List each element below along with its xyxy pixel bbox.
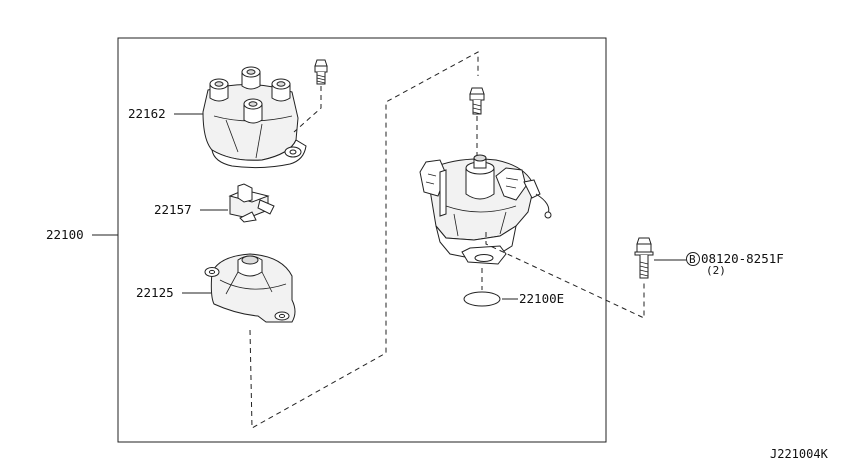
distributor-body (419, 154, 552, 265)
assembly-number-label: 22100 (46, 227, 84, 242)
assembly-dashed-path (249, 51, 479, 429)
bolt-symbol: B (689, 253, 696, 266)
housing: 22125 (136, 253, 296, 323)
assembly-callout: 22100 (46, 227, 118, 242)
mounting-bolt: B 08120-8251F (2) (634, 237, 784, 279)
bolt-b-symbol-circle (686, 252, 700, 266)
housing-part-label: 22125 (136, 285, 174, 300)
distributor-screw (469, 87, 485, 115)
bolt-quantity: (2) (706, 264, 726, 277)
rotor: 22157 (154, 183, 275, 223)
seal-part-label: 22100E (519, 291, 564, 306)
cap-screw (314, 59, 328, 85)
cap-tower (209, 78, 229, 102)
distributor-cap: 22162 (128, 66, 307, 169)
o-ring-seal: 22100E (463, 268, 564, 307)
assembly-frame (117, 37, 607, 443)
bolt-part-number: 08120-8251F (701, 251, 784, 266)
cap-tower (271, 78, 291, 102)
cap-tower (243, 98, 263, 124)
diagram-id: J221004K (770, 447, 829, 461)
rotor-part-label: 22157 (154, 202, 192, 217)
cap-part-label: 22162 (128, 106, 166, 121)
cap-tower (241, 66, 261, 90)
